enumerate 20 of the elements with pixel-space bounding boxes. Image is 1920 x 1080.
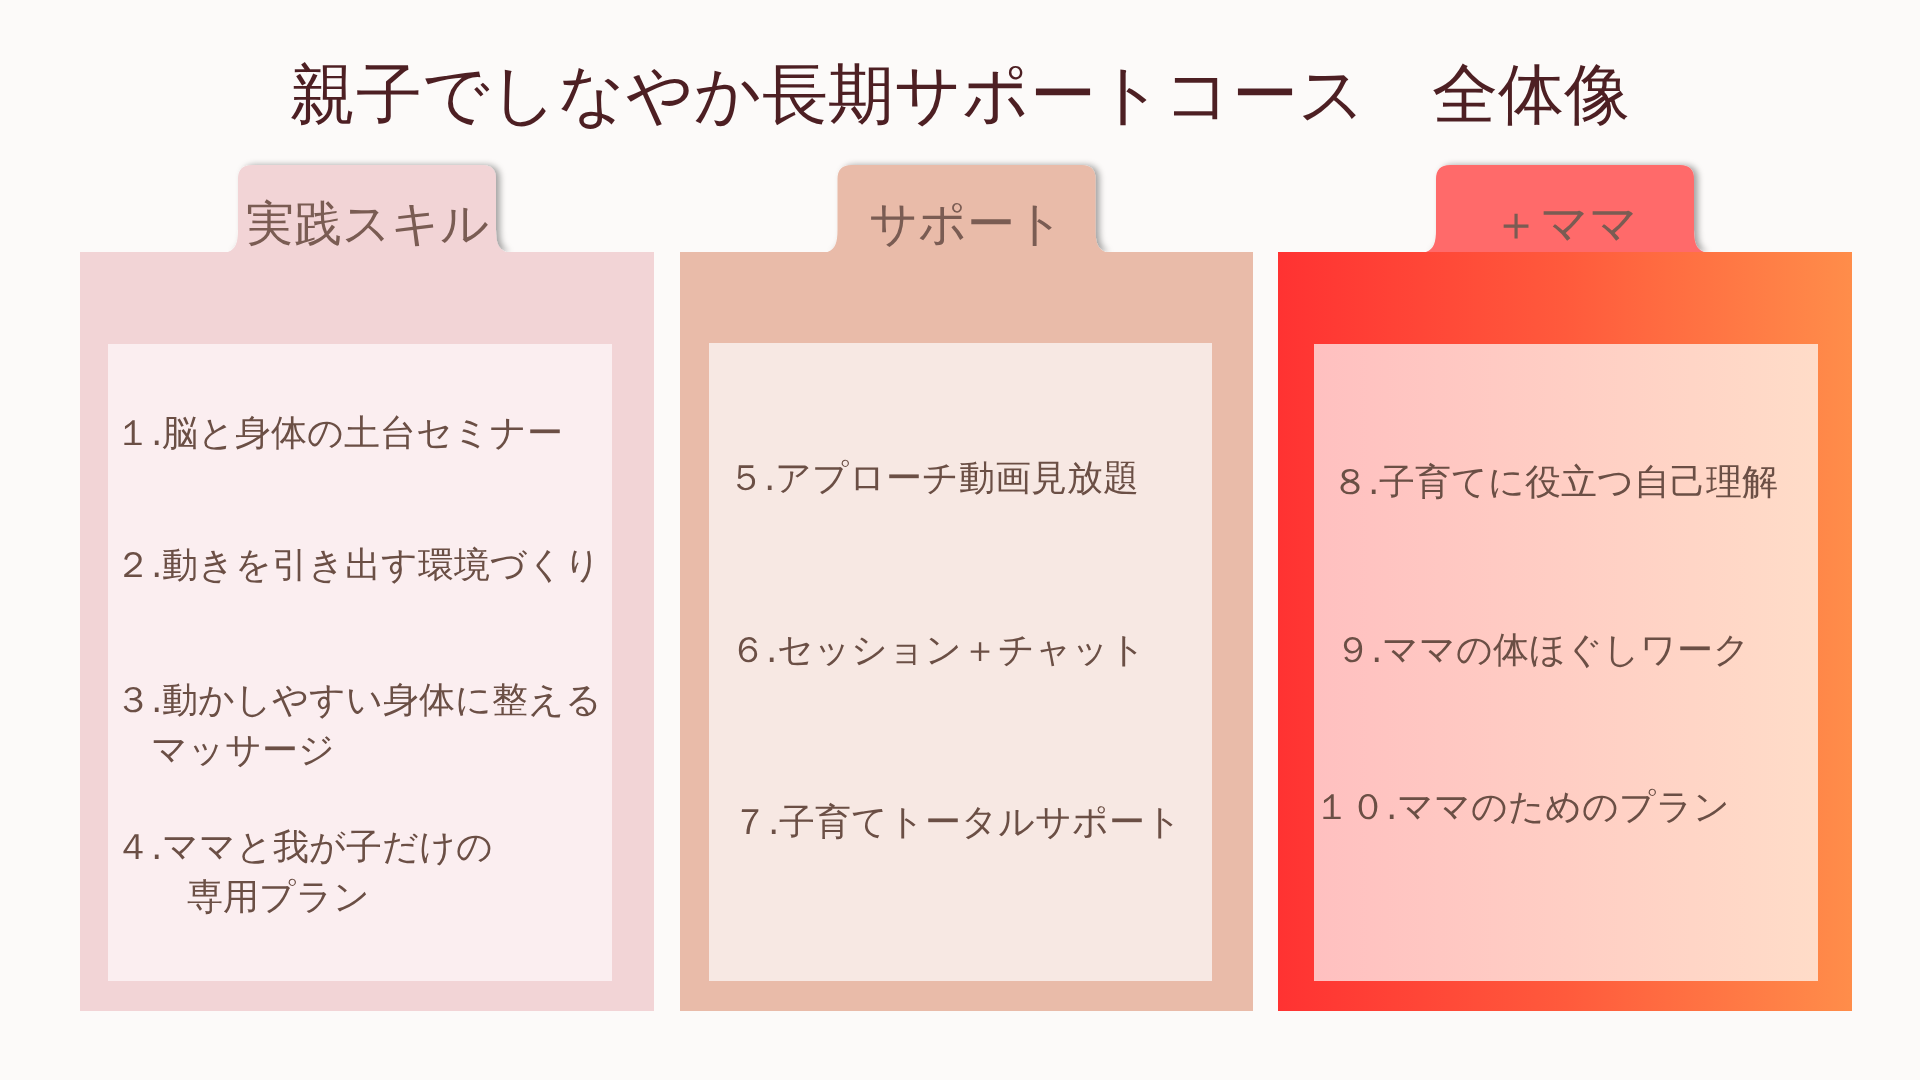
list-item: ７.子育てトータルサポート: [732, 800, 1183, 844]
list-item: ５.アプローチ動画見放題: [728, 456, 1140, 500]
folder-panel: [680, 165, 1253, 1011]
list-item: ３.動かしやすい身体に整えるマッサージ: [115, 678, 604, 772]
content-panel: [108, 344, 612, 981]
content-panel: [1314, 344, 1818, 981]
folder-panel: [1278, 165, 1852, 1011]
list-item: ９.ママの体ほぐしワーク: [1335, 628, 1751, 672]
tab-label: ＋ママ: [1492, 194, 1638, 252]
content-panel: [709, 343, 1212, 981]
tab-label: サポート: [869, 194, 1064, 252]
list-item: ８.子育てに役立つ自己理解: [1332, 460, 1779, 504]
list-item: １０.ママのためのプラン: [1314, 785, 1731, 829]
list-item: ４.ママと我が子だけの専用プラン: [115, 825, 495, 919]
folder-panel: [80, 165, 654, 1011]
title: 親子でしなやか長期サポートコース 全体像: [290, 55, 1630, 135]
list-item: ６.セッション＋チャット: [730, 628, 1147, 672]
list-item: ２.動きを引き出す環境づくり: [115, 543, 602, 587]
list-item: １.脳と身体の土台セミナー: [115, 411, 564, 455]
tab-label: 実践スキル: [245, 194, 489, 252]
